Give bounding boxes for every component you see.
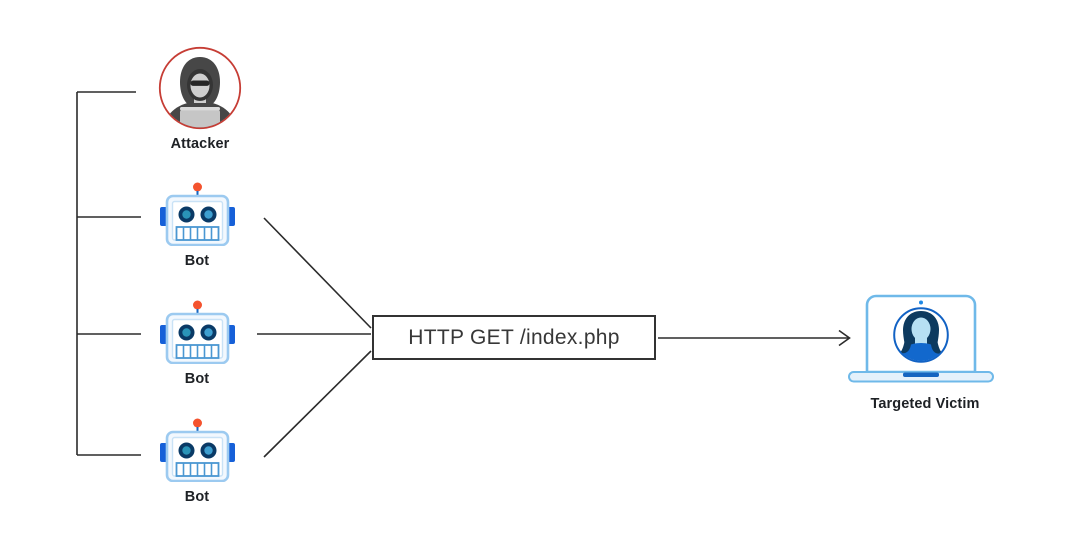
- bot-label: Bot: [184, 489, 210, 505]
- bot3-to-box-line: [263, 350, 372, 458]
- http-request-text: HTTP GET /index.php: [408, 325, 620, 349]
- bot-icon: [159, 300, 236, 364]
- bot-icon: [159, 182, 236, 246]
- hooded-attacker-icon: [158, 46, 242, 130]
- bot-label: Bot: [184, 371, 210, 387]
- laptop-user-icon: [848, 294, 994, 383]
- victim-label: Targeted Victim: [870, 396, 980, 412]
- http-request-box: HTTP GET /index.php: [372, 315, 656, 360]
- woman-avatar-icon: [897, 311, 945, 361]
- attacker-label: Attacker: [170, 136, 230, 152]
- bot-label: Bot: [184, 253, 210, 269]
- bot-icon: [159, 418, 236, 482]
- webcam-dot-icon: [919, 300, 923, 305]
- bot1-to-box-line: [263, 217, 372, 329]
